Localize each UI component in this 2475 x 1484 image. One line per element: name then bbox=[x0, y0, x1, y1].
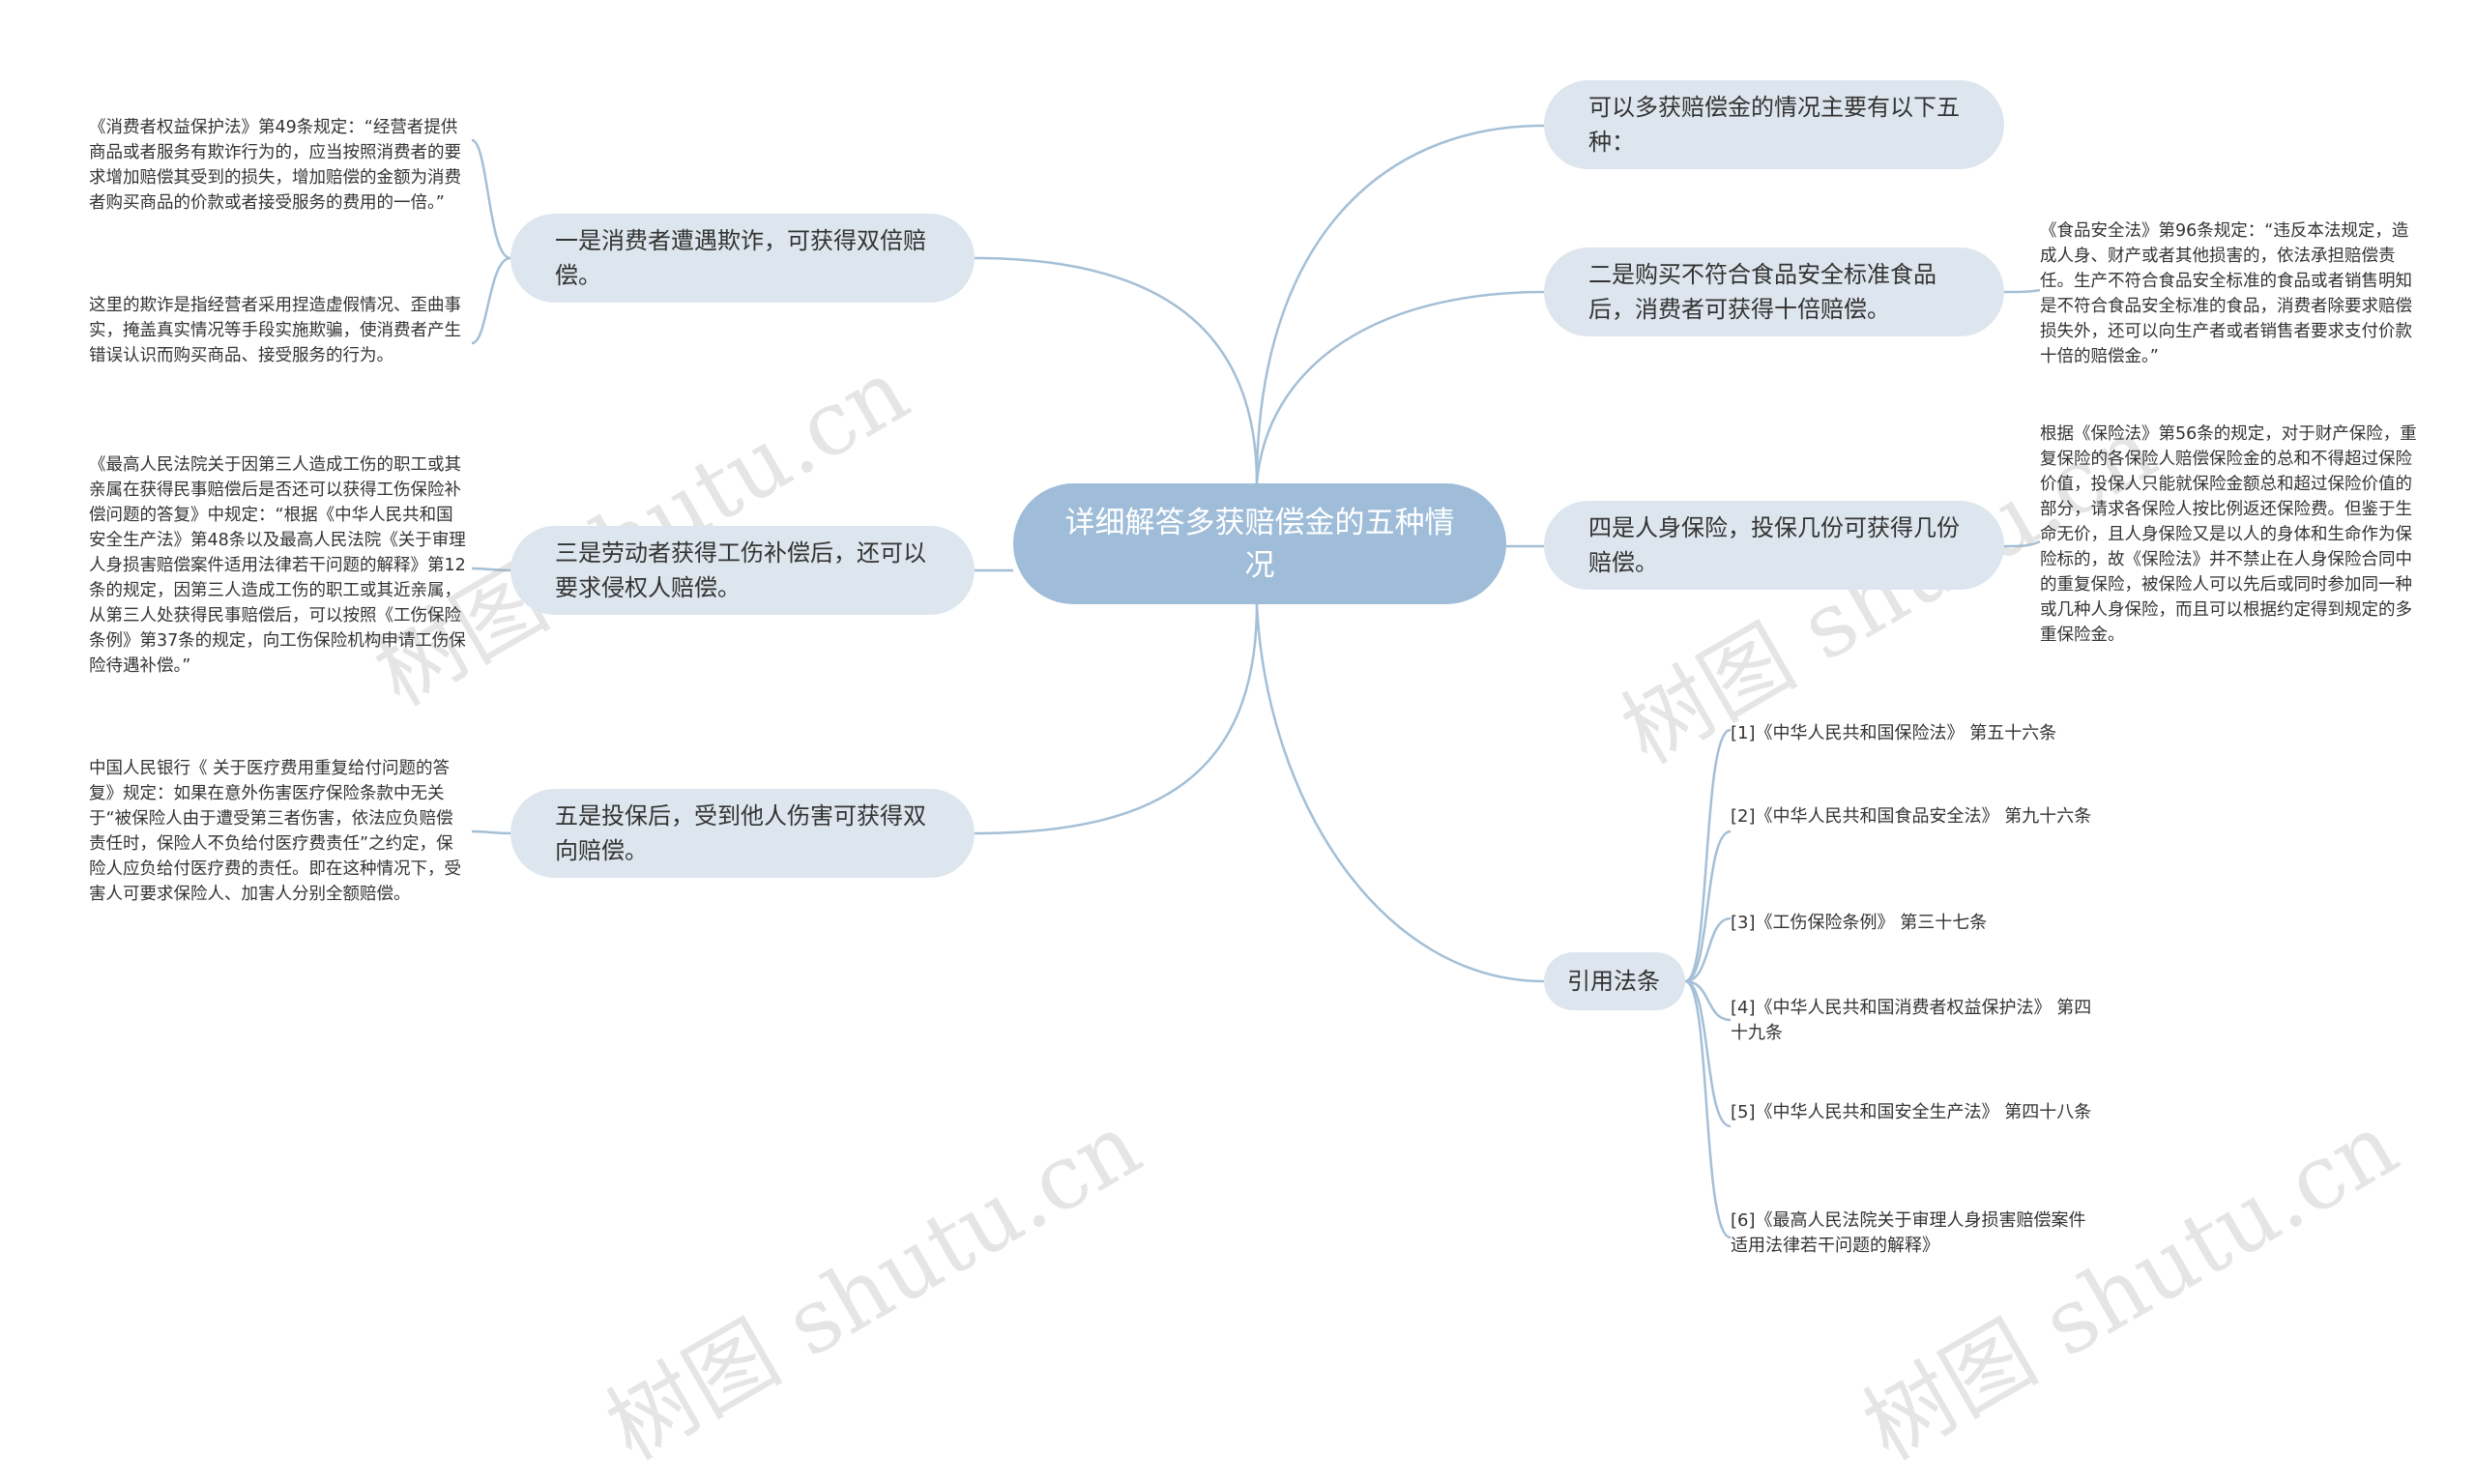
reference-item: [5]《中华人民共和国安全生产法》 第四十八条 bbox=[1731, 1102, 2092, 1122]
link-case1-note2 bbox=[471, 256, 511, 345]
reference-item: [1]《中华人民共和国保险法》 第五十六条 bbox=[1731, 723, 2057, 743]
branch-case4[interactable]: 四是人身保险，投保几份可获得几份赔偿。 bbox=[1544, 501, 2004, 590]
link-refs-6 bbox=[1684, 979, 1732, 1239]
case5-note: 中国人民银行《 关于医疗费用重复给付问题的答复》规定：如果在意外伤害医疗保险条款… bbox=[89, 759, 461, 904]
link-case5 bbox=[974, 603, 1259, 835]
link-case1 bbox=[974, 256, 1259, 484]
link-case1-note1 bbox=[471, 138, 511, 260]
reference-item: [3]《工伤保险条例》 第三十七条 bbox=[1731, 913, 1988, 933]
link-case4-note bbox=[2003, 539, 2041, 548]
branch-case1-label: 一是消费者遭遇欺诈，可获得双倍赔偿。 bbox=[555, 227, 926, 289]
branch-case5[interactable]: 五是投保后，受到他人伤害可获得双向赔偿。 bbox=[510, 789, 975, 878]
case1-note-definition: 这里的欺诈是指经营者采用捏造虚假情况、歪曲事实，掩盖真实情况等手段实施欺骗，使消… bbox=[89, 296, 461, 365]
link-case2 bbox=[1255, 290, 1545, 484]
link-case5-note bbox=[471, 829, 511, 835]
branch-case1[interactable]: 一是消费者遭遇欺诈，可获得双倍赔偿。 bbox=[510, 214, 975, 303]
link-refs-3 bbox=[1684, 917, 1732, 983]
case1-note-law: 《消费者权益保护法》第49条规定：“经营者提供商品或者服务有欺诈行为的，应当按照… bbox=[89, 118, 461, 213]
branch-case3[interactable]: 三是劳动者获得工伤补偿后，还可以要求侵权人赔偿。 bbox=[510, 526, 975, 615]
reference-item: [4]《中华人民共和国消费者权益保护法》 第四十九条 bbox=[1731, 998, 2092, 1043]
link-refs-1 bbox=[1684, 728, 1732, 983]
branch-case2-label: 二是购买不符合食品安全标准食品后，消费者可获得十倍赔偿。 bbox=[1588, 261, 1936, 323]
central-topic-label: 详细解答多获赔偿金的五种情况 bbox=[1064, 505, 1455, 583]
mindmap-connectors bbox=[471, 124, 2041, 1239]
link-refs-4 bbox=[1684, 979, 1732, 1022]
link-intro bbox=[1255, 124, 1545, 484]
central-topic[interactable]: 详细解答多获赔偿金的五种情况 bbox=[1013, 483, 1506, 604]
branch-intro[interactable]: 可以多获赔偿金的情况主要有以下五种： bbox=[1544, 80, 2004, 169]
branch-case2[interactable]: 二是购买不符合食品安全标准食品后，消费者可获得十倍赔偿。 bbox=[1544, 247, 2004, 336]
reference-item: [2]《中华人民共和国食品安全法》 第九十六条 bbox=[1731, 806, 2092, 827]
case4-note: 根据《保险法》第56条的规定，对于财产保险，重复保险的各保险人赔偿保险金的总和不… bbox=[2040, 424, 2417, 645]
branch-case5-label: 五是投保后，受到他人伤害可获得双向赔偿。 bbox=[555, 802, 926, 864]
link-case3-note bbox=[471, 567, 511, 572]
reference-item: [6]《最高人民法院关于审理人身损害赔偿案件适用法律若干问题的解释》 bbox=[1731, 1210, 2086, 1256]
branch-refs[interactable]: 引用法条 bbox=[1544, 952, 1685, 1010]
branch-case4-label: 四是人身保险，投保几份可获得几份赔偿。 bbox=[1588, 514, 1960, 576]
link-refs bbox=[1255, 603, 1545, 983]
link-refs-5 bbox=[1684, 979, 1732, 1128]
link-refs-2 bbox=[1684, 829, 1732, 983]
branch-case3-label: 三是劳动者获得工伤补偿后，还可以要求侵权人赔偿。 bbox=[555, 539, 926, 601]
case2-note: 《食品安全法》第96条规定：“违反本法规定，造成人身、财产或者其他损害的，依法承… bbox=[2040, 221, 2412, 366]
branch-intro-label: 可以多获赔偿金的情况主要有以下五种： bbox=[1588, 94, 1960, 156]
link-case2-note bbox=[2003, 288, 2041, 294]
branch-refs-label: 引用法条 bbox=[1567, 968, 1660, 995]
case3-note: 《最高人民法院关于因第三人造成工伤的职工或其亲属在获得民事赔偿后是否还可以获得工… bbox=[89, 455, 466, 676]
